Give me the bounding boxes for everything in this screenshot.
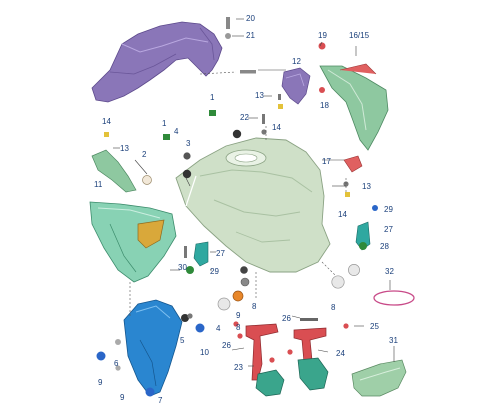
callout-label: 10 xyxy=(200,348,209,357)
callout-label: 19 xyxy=(318,31,327,40)
callout-label: 5 xyxy=(180,336,185,345)
callout-label: 20 xyxy=(246,14,255,23)
lower-side-panel xyxy=(123,299,183,397)
callout-label: 12 xyxy=(292,57,301,66)
red-clip xyxy=(343,155,363,173)
callout-label: 27 xyxy=(384,225,393,234)
callout-label: 18 xyxy=(320,101,329,110)
fuel-tank-cover xyxy=(175,137,331,273)
left-side-panel xyxy=(89,201,177,283)
callout-label: 22 xyxy=(240,113,249,122)
callout-label: 11 xyxy=(94,180,103,189)
callout-label: 29 xyxy=(210,267,219,276)
mounting-bracket-rear xyxy=(255,357,329,397)
callout-label: 8 xyxy=(236,323,241,332)
callout-label: 13 xyxy=(120,144,129,153)
teal-clip-left xyxy=(193,241,209,267)
callout-label: 3 xyxy=(186,139,191,148)
callout-label: 31 xyxy=(389,336,398,345)
right-side-panel xyxy=(319,63,389,151)
callout-label: 29 xyxy=(384,205,393,214)
callout-label: 4 xyxy=(216,324,221,333)
callout-label: 32 xyxy=(385,267,394,276)
rear-cover xyxy=(351,359,407,397)
purple-bracket xyxy=(281,67,311,105)
callout-labels: 20 21 19 16/15 12 13 18 1 22 14 14 13 1 … xyxy=(94,14,398,405)
callout-label: 8 xyxy=(252,302,257,311)
callout-label: 24 xyxy=(336,349,345,358)
callout-label: 27 xyxy=(216,249,225,258)
callout-label: 14 xyxy=(102,117,111,126)
callout-label: 1 xyxy=(162,119,167,128)
callout-label: 7 xyxy=(158,396,163,405)
callout-label: 17 xyxy=(322,157,331,166)
callout-label: 26 xyxy=(282,314,291,323)
inner-bracket xyxy=(137,219,165,249)
callout-label: 1 xyxy=(210,93,215,102)
callout-label: 6 xyxy=(114,359,119,368)
leader-lines xyxy=(113,18,395,367)
callout-label: 13 xyxy=(255,91,264,100)
callout-label: 21 xyxy=(246,31,255,40)
callout-label: 16/15 xyxy=(349,31,370,40)
callout-label: 13 xyxy=(362,182,371,191)
callout-label: 28 xyxy=(380,242,389,251)
callout-label: 25 xyxy=(370,322,379,331)
dashed-guides xyxy=(129,71,347,318)
callout-label: 14 xyxy=(272,123,281,132)
callout-label: 23 xyxy=(234,363,243,372)
callout-label: 9 xyxy=(236,311,241,320)
upper-fairing xyxy=(91,21,223,103)
o-ring xyxy=(373,290,415,306)
callout-label: 9 xyxy=(98,378,103,387)
callout-label: 2 xyxy=(142,150,147,159)
callout-label: 14 xyxy=(338,210,347,219)
small-left-panel xyxy=(91,149,137,193)
fasteners xyxy=(96,17,378,397)
callout-label: 30 xyxy=(178,263,187,272)
callout-label: 26 xyxy=(222,341,231,350)
callout-label: 8 xyxy=(331,303,336,312)
callout-label: 9 xyxy=(120,393,125,402)
callout-label: 4 xyxy=(174,127,179,136)
